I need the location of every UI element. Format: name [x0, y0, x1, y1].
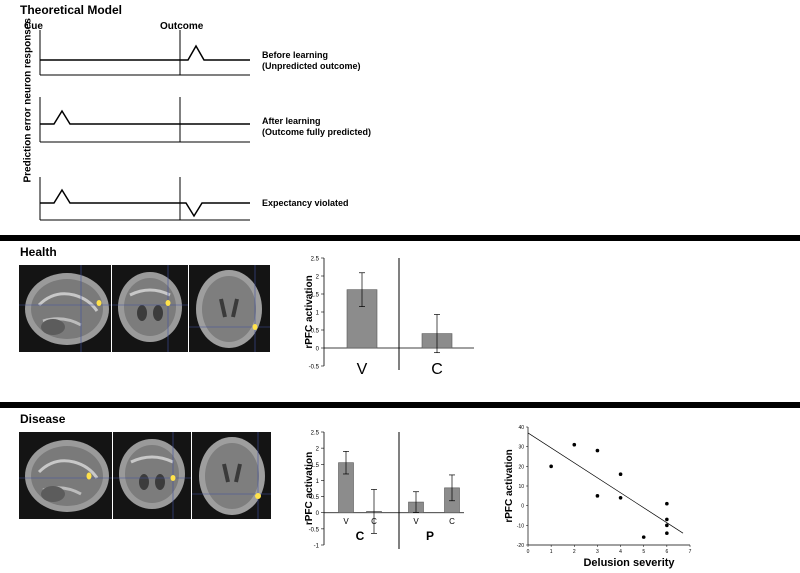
trace-expectancy-violated [39, 177, 250, 221]
trace-1-label: Before learning (Unpredicted outcome) [262, 50, 361, 71]
brain-coronal-image-disease [113, 432, 191, 519]
group-label: P [426, 529, 434, 543]
x-tick-label: 7 [689, 549, 692, 555]
y-tick-label: 2 [316, 275, 320, 281]
scatter-point [618, 472, 623, 476]
y-tick-label: 1.5 [311, 463, 320, 469]
trace-before-learning [39, 30, 250, 76]
disease-title: Disease [20, 412, 66, 426]
category-label: C [371, 517, 377, 526]
group-label: C [356, 529, 365, 543]
category-label: V [357, 361, 368, 378]
x-tick-label: 4 [619, 549, 622, 555]
x-axis-label: Delusion severity [583, 557, 675, 569]
y-tick-label: 1 [316, 311, 320, 317]
y-tick-label: -1 [314, 544, 320, 550]
y-tick-label: 0 [521, 504, 524, 510]
scatter-point [595, 494, 600, 498]
trace-3-label: Expectancy violated [262, 198, 349, 208]
x-tick-label: 3 [596, 549, 599, 555]
section-divider-1 [0, 235, 800, 241]
y-tick-label: 0.5 [311, 329, 320, 335]
category-label: V [413, 517, 419, 526]
y-tick-label: 2.5 [311, 257, 320, 263]
y-tick-label: -10 [517, 523, 524, 529]
scatter-point [665, 531, 669, 535]
brain-coronal-image [112, 265, 188, 352]
y-tick-label: 0 [316, 511, 320, 517]
category-label: V [343, 517, 349, 526]
y-tick-label: 0.5 [311, 495, 320, 501]
scatter-point [665, 501, 669, 506]
brain-sagittal-image [19, 265, 111, 352]
y-tick-label: 0 [316, 347, 320, 353]
brain-sagittal-image-disease [19, 432, 112, 519]
scatter-point [665, 517, 669, 522]
scatter-point [595, 448, 600, 453]
bar [346, 289, 378, 349]
regression-line [527, 432, 684, 534]
x-tick-label: 1 [550, 549, 553, 555]
theoretical-model-title: Theoretical Model [20, 3, 123, 17]
y-tick-label: 1.5 [311, 293, 320, 299]
y-tick-label: 1 [316, 479, 320, 485]
brain-axial-image [189, 265, 270, 352]
y-axis-label: rPFC activation [304, 275, 315, 348]
y-tick-label: 10 [518, 484, 524, 490]
x-tick-label: 5 [642, 549, 645, 555]
x-tick-label: 6 [665, 549, 668, 555]
trace-2-label: After learning (Outcome fully predicted) [262, 116, 372, 137]
x-tick-label: 2 [573, 549, 576, 555]
y-axis-label: rPFC activation [304, 452, 315, 525]
trace-after-learning [39, 97, 250, 143]
x-tick-label: 0 [527, 549, 530, 555]
category-label: C [449, 517, 455, 526]
y-tick-label: -0.5 [309, 527, 320, 533]
category-label: C [431, 361, 443, 378]
scatter-point [572, 442, 577, 447]
health-title: Health [20, 245, 57, 259]
y-axis-label: rPFC activation [504, 449, 515, 522]
cue-label: Cue [24, 21, 43, 32]
brain-axial-image-disease [192, 432, 271, 519]
y-tick-label: 30 [518, 445, 524, 451]
y-tick-label: 2 [316, 447, 320, 453]
scatter-point [665, 523, 669, 528]
scatter-point [641, 535, 646, 539]
y-tick-label: 20 [518, 464, 524, 470]
outcome-label: Outcome [160, 21, 204, 32]
theory-traces [39, 30, 250, 221]
y-tick-label: -20 [517, 543, 524, 549]
disease-scatter-chart: -20 -10 0 10 20 30 40 0 1 2 3 4 5 6 7 rPFC activationDe… [504, 425, 692, 569]
y-tick-label: -0.5 [309, 365, 320, 371]
section-divider-2 [0, 402, 800, 408]
y-tick-label: 40 [518, 425, 524, 431]
y-tick-label: 2.5 [311, 431, 320, 437]
scatter-point [549, 464, 553, 469]
scatter-point [618, 496, 623, 500]
